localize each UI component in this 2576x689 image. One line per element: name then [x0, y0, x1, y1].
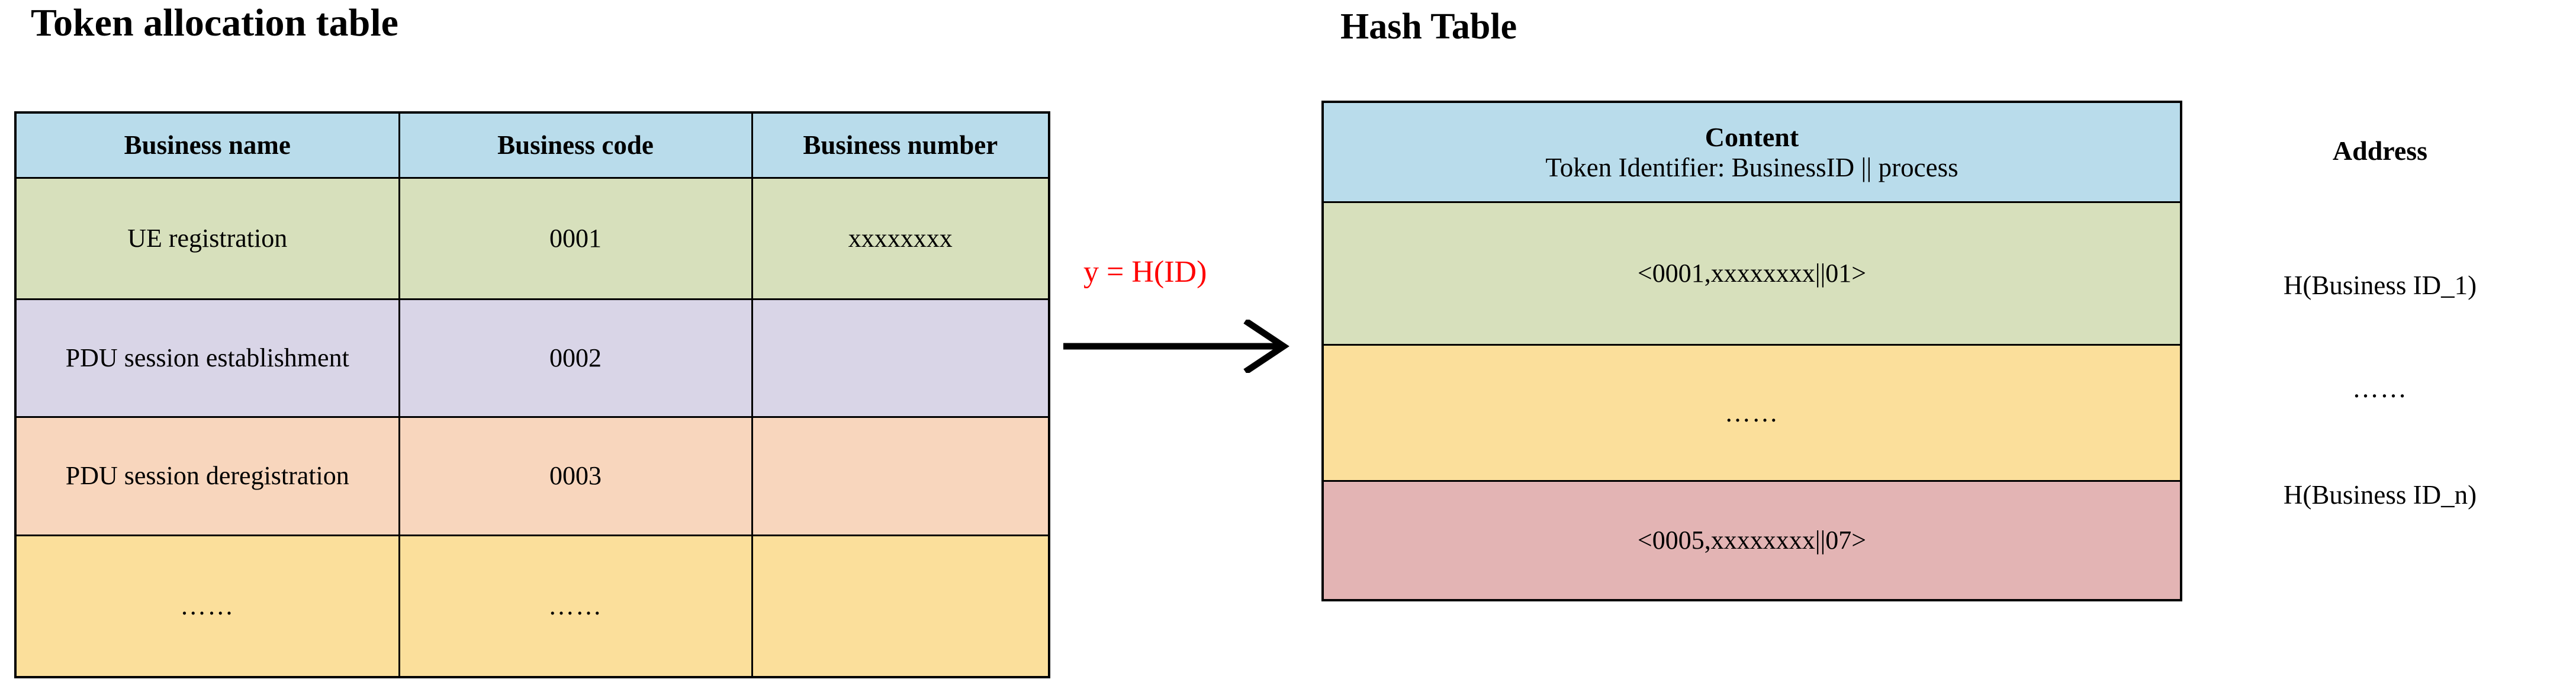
cell-business-code: 0003 — [398, 416, 753, 536]
hash-table-row: <0005,xxxxxxxx||07> — [1321, 480, 2182, 601]
address-value-first: H(Business ID_1) — [2283, 271, 2477, 300]
cell-business-number: xxxxxxxx — [751, 176, 1050, 300]
hash-table: Content Token Identifier: BusinessID || … — [1321, 101, 2182, 601]
hash-header-sub: Token Identifier: BusinessID || process — [1545, 152, 1958, 182]
column-header-business-code: Business code — [398, 111, 753, 179]
cell-hash-content: <0005,xxxxxxxx||07> — [1321, 480, 2182, 601]
cell-business-number — [751, 298, 1050, 418]
token-table-title: Token allocation table — [31, 1, 398, 44]
token-allocation-table: Business name Business code Business num… — [14, 111, 1050, 678]
cell-business-number — [751, 534, 1050, 678]
cell-hash-content: …… — [1321, 343, 2182, 482]
cell-business-code: 0002 — [398, 298, 753, 418]
cell-business-name: UE registration — [14, 176, 400, 300]
cell-business-code: 0001 — [398, 176, 753, 300]
table-row: PDU session deregistration 0003 — [14, 416, 1050, 536]
address-column-heading: Address — [2332, 136, 2428, 166]
table-row: …… …… — [14, 534, 1050, 678]
column-header-business-name: Business name — [14, 111, 400, 179]
table-row: PDU session establishment 0002 — [14, 298, 1050, 418]
cell-hash-content: <0001,xxxxxxxx||01> — [1321, 201, 2182, 346]
hash-header-main: Content — [1705, 122, 1799, 153]
cell-business-name: …… — [14, 534, 400, 678]
hash-table-row: …… — [1321, 343, 2182, 482]
cell-business-name: PDU session deregistration — [14, 416, 400, 536]
address-value-ellipsis: …… — [2352, 374, 2408, 403]
cell-business-code: …… — [398, 534, 753, 678]
hash-table-header-cell: Content Token Identifier: BusinessID || … — [1321, 101, 2182, 203]
hash-table-title: Hash Table — [1340, 7, 1517, 47]
hash-table-header-row: Content Token Identifier: BusinessID || … — [1321, 101, 2182, 203]
right-arrow-icon — [1063, 320, 1289, 373]
address-column: Address H(Business ID_1) …… H(Business I… — [2191, 101, 2569, 601]
address-value-last: H(Business ID_n) — [2283, 480, 2477, 510]
cell-business-number — [751, 416, 1050, 536]
table-header-row: Business name Business code Business num… — [14, 111, 1050, 179]
hash-mapping-arrow-group: y = H(ID) — [1060, 255, 1320, 373]
cell-business-name: PDU session establishment — [14, 298, 400, 418]
hash-formula-label: y = H(ID) — [1083, 255, 1207, 289]
column-header-business-number: Business number — [751, 111, 1050, 179]
table-row: UE registration 0001 xxxxxxxx — [14, 176, 1050, 300]
hash-table-row: <0001,xxxxxxxx||01> — [1321, 201, 2182, 346]
